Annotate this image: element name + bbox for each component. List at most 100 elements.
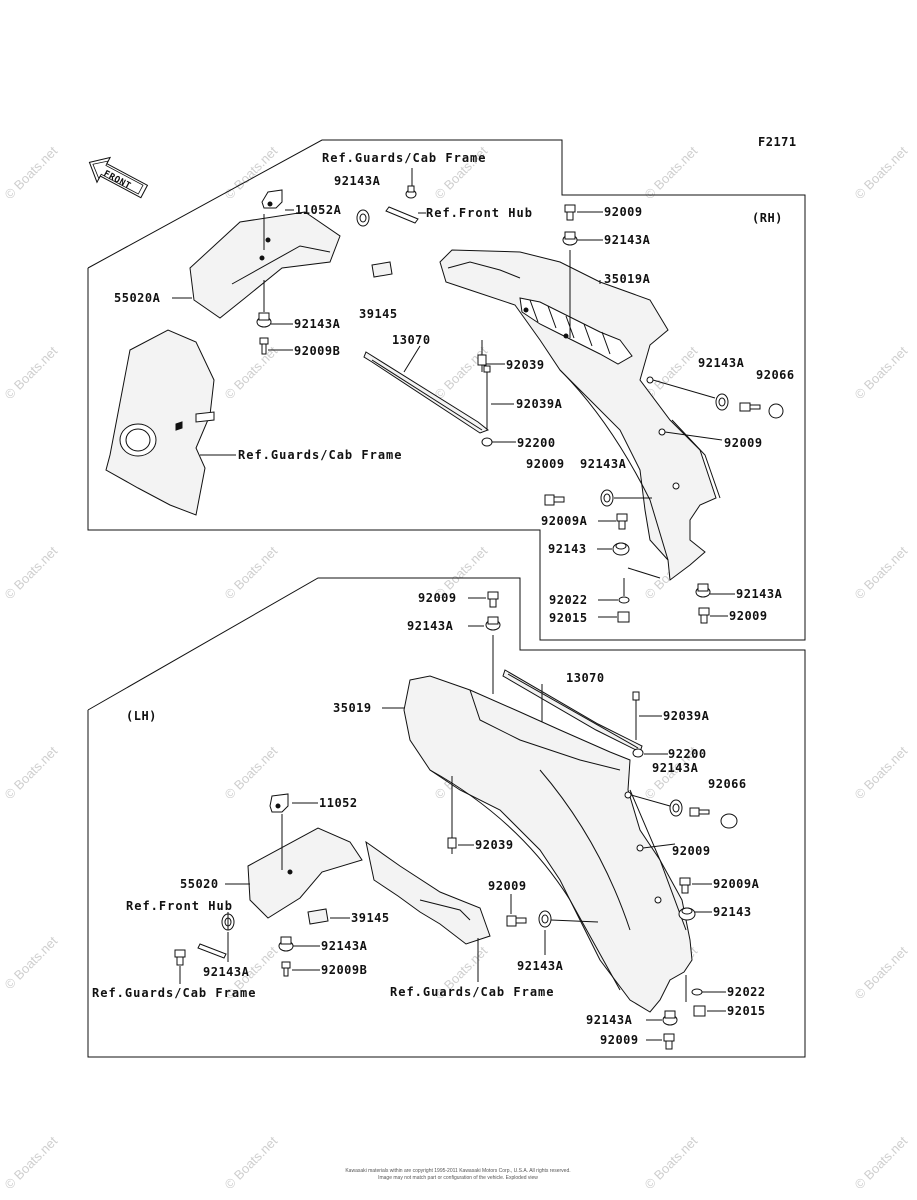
lh-label-92009-top: 92009 <box>418 591 457 605</box>
rh-label-92009-low: 92009 <box>526 457 565 471</box>
lh-bolt-ref-guards <box>174 949 186 966</box>
rh-side-label: (RH) <box>752 211 783 225</box>
rh-label-35019A: 35019A <box>604 272 651 286</box>
rh-label-92143A-top: 92143A <box>334 174 381 188</box>
rh-nut-92200 <box>481 437 493 447</box>
lh-pin-front-hub <box>197 943 227 959</box>
lh-label-92143A-low: 92143A <box>321 939 368 953</box>
lh-label-92009-mid: 92009 <box>488 879 527 893</box>
lh-ref-guards-left: Ref.Guards/Cab Frame <box>92 986 257 1000</box>
rh-bolt-92009B <box>259 337 269 355</box>
lh-label-92009-bottom: 92009 <box>600 1033 639 1047</box>
rh-label-92009B: 92009B <box>294 344 340 358</box>
rh-label-11052A: 11052A <box>295 203 342 217</box>
lh-label-92143A-bottom: 92143A <box>586 1013 633 1027</box>
lh-washer-92022 <box>691 988 703 996</box>
lh-fender-35019 <box>403 675 693 1013</box>
lh-bolt-92009B <box>281 961 291 977</box>
rh-nut-92015 <box>617 611 630 623</box>
lh-bolt-92009A <box>679 877 691 894</box>
rh-strip-13070 <box>363 351 489 434</box>
rh-bolt-92009-low <box>544 494 565 506</box>
lh-grommet-92143 <box>678 907 696 921</box>
watermark: © Boats.net <box>222 1133 281 1192</box>
rh-mudguard-55020A <box>189 211 341 319</box>
copyright-line-2: Image may not match part or configuratio… <box>378 1175 538 1181</box>
lh-guard-panel-right <box>365 840 491 945</box>
lh-grommet-92143A-top <box>485 616 501 631</box>
rh-label-92143A-low: 92143A <box>294 317 341 331</box>
lh-label-92066: 92066 <box>708 777 747 791</box>
lh-label-92009B: 92009B <box>321 963 367 977</box>
watermark: © Boats.net <box>2 743 61 802</box>
lh-frame <box>87 577 806 1058</box>
rh-grommet-92143A-top <box>405 185 417 199</box>
watermark: © Boats.net <box>852 543 911 602</box>
rh-grommet-92143A-low2 <box>600 489 614 507</box>
lh-label-92143: 92143 <box>713 905 752 919</box>
rh-bolt-92009-bottom <box>698 607 710 624</box>
lh-label-92039: 92039 <box>475 838 514 852</box>
rh-grommet-92143A-mid <box>562 231 578 246</box>
lh-ref-guards-right: Ref.Guards/Cab Frame <box>390 985 555 999</box>
lh-rivet-92039A <box>632 691 640 740</box>
rh-label-92143A-mid: 92143A <box>604 233 651 247</box>
lh-nut-92200 <box>632 748 644 758</box>
lh-bolt-92009-side <box>689 807 710 817</box>
rh-ref-guards-mid: Ref.Guards/Cab Frame <box>238 448 403 462</box>
rh-bolt-92009-top <box>564 204 576 221</box>
lh-label-11052: 11052 <box>319 796 358 810</box>
watermark: © Boats.net <box>222 543 281 602</box>
lh-mudguard-55020 <box>247 827 363 919</box>
lh-nut-92015 <box>693 1005 706 1017</box>
watermark: © Boats.net <box>2 343 61 402</box>
watermark: © Boats.net <box>642 1133 701 1192</box>
lh-label-92143A-mid: 92143A <box>517 959 564 973</box>
rh-label-92009A: 92009A <box>541 514 588 528</box>
watermark: © Boats.net <box>852 143 911 202</box>
rh-label-92039A: 92039A <box>516 397 563 411</box>
lh-bolt-92009-top <box>487 591 499 608</box>
lh-leaders <box>179 597 726 1041</box>
lh-grommet-92143A-mid <box>538 910 552 928</box>
watermark: © Boats.net <box>852 743 911 802</box>
lh-side-label: (LH) <box>126 709 157 723</box>
lh-grommet-92143A-low <box>278 936 294 952</box>
lh-label-92143A-hub: 92143A <box>203 965 250 979</box>
rh-grommet-92143A-bottom <box>695 583 711 598</box>
rh-grommet-92143A-side <box>715 393 729 411</box>
rh-guard-panel <box>105 329 215 516</box>
rh-label-92143A-side: 92143A <box>698 356 745 370</box>
rh-leaders <box>172 168 735 618</box>
watermark: © Boats.net <box>2 1133 61 1192</box>
lh-grommet-92143A-bottom <box>662 1010 678 1026</box>
rh-ref-front-hub: Ref.Front Hub <box>426 206 533 220</box>
lh-label-92143A-top: 92143A <box>407 619 454 633</box>
watermark: © Boats.net <box>2 933 61 992</box>
lh-label-55020: 55020 <box>180 877 219 891</box>
diagram-code: F2171 <box>758 135 797 149</box>
lh-label-39145: 39145 <box>351 911 390 925</box>
lh-label-92200: 92200 <box>668 747 707 761</box>
rh-label-92200: 92200 <box>517 436 556 450</box>
watermark: © Boats.net <box>2 143 61 202</box>
lh-cap-92066 <box>720 813 738 829</box>
rh-rivet-92039A <box>483 365 491 430</box>
rh-label-92143A-bottom: 92143A <box>736 587 783 601</box>
lh-rivet-92039 <box>447 837 457 854</box>
watermark: © Boats.net <box>222 343 281 402</box>
rh-pin-front-hub <box>385 206 419 224</box>
rh-label-92022: 92022 <box>549 593 588 607</box>
watermark: © Boats.net <box>852 943 911 1002</box>
copyright-line-1: Kawasaki materials within are copyright … <box>345 1168 570 1174</box>
front-arrow-icon: FRONT <box>88 156 149 199</box>
lh-ref-front-hub: Ref.Front Hub <box>126 899 233 913</box>
rh-ref-guards-top: Ref.Guards/Cab Frame <box>322 151 487 165</box>
rh-label-92009-top: 92009 <box>604 205 643 219</box>
lh-label-92015: 92015 <box>727 1004 766 1018</box>
rh-washer-92022 <box>618 596 630 604</box>
rh-label-92143A-low2: 92143A <box>580 457 627 471</box>
rh-bolt-92009A <box>616 513 628 530</box>
lh-label-92039A: 92039A <box>663 709 710 723</box>
